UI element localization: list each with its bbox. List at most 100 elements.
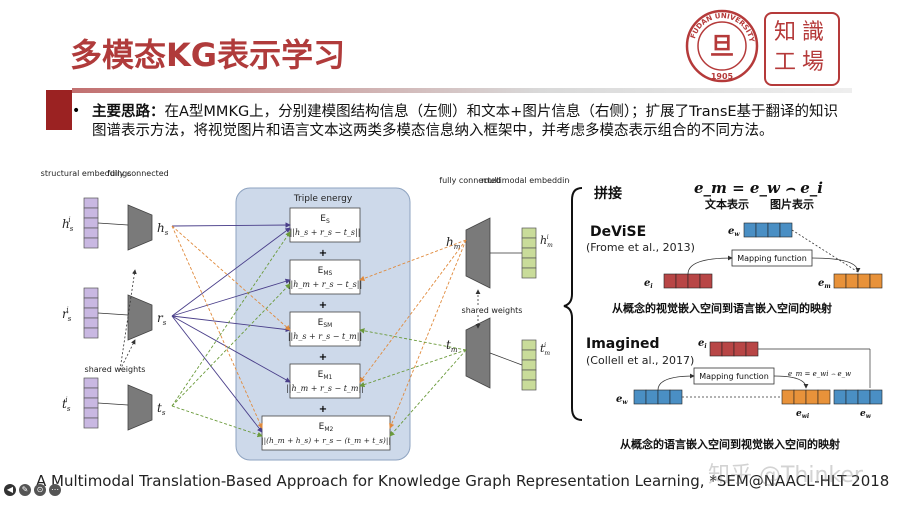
imagined-ew2-vector (833, 389, 883, 405)
brace (563, 187, 583, 421)
fully-connected-label: fully connected (107, 170, 169, 178)
h-m-label: hm (446, 235, 461, 251)
imagined-arrow-in (657, 373, 695, 391)
logo2-line1: 知識 (773, 20, 830, 45)
t-m-input-label: tmi (540, 342, 550, 357)
right-connections (359, 239, 467, 437)
slide-controls: ◀ ✎ ⊙ ⋯ (4, 484, 61, 498)
fc-layer-h (127, 204, 153, 251)
left-connections (171, 222, 291, 438)
r-s-label: rs (157, 311, 167, 327)
imagined-ewi-label: ewi (796, 409, 810, 420)
zoom-icon[interactable]: ⊙ (34, 484, 46, 496)
plus-3: + (319, 352, 327, 363)
energy-formula-m2: ||(h_m + h_s) + r_s − (t_m + t_s)|| (261, 436, 391, 445)
link-r-in (97, 312, 129, 316)
svg-text:EMS: EMS (318, 266, 333, 277)
devise-ew-label: ew (728, 226, 740, 238)
imagined-mapping-label: Mapping function (699, 372, 769, 381)
text-repr-label: 文本表示 (705, 197, 749, 211)
bullet-text: 主要思路：在A型MMKG上，分别建模图结构信息（左侧）和文本+图片信息（右侧）；… (92, 103, 852, 141)
imagined-formula: e_m = e_wi ⌢ e_w (788, 370, 851, 378)
devise-caption: 从概念的视觉嵌入空间到语言嵌入空间的映射 (612, 301, 832, 315)
multimodal-embedding-h (521, 227, 537, 279)
svg-text:EM1: EM1 (318, 370, 333, 381)
shared-weight-arrow-1 (119, 269, 137, 371)
bullet-dot: • (72, 103, 81, 119)
logo2-line2: 工場 (773, 50, 830, 75)
paper-citation-footer: A Multimodal Translation-Based Approach … (36, 472, 890, 490)
t-s-label: ts (157, 401, 166, 417)
page-title: 多模态KG表示学习 (70, 36, 346, 74)
devise-arrow-out (811, 257, 861, 273)
menu-icon[interactable]: ✎ (19, 484, 31, 496)
energy-box-m1: EM1 ||h_m + r_s − t_m|| (286, 363, 364, 399)
plus-4: + (319, 404, 327, 415)
fc-layer-r (127, 294, 153, 341)
shared-weight-arrow-2 (119, 339, 136, 371)
watermark: 知乎 @Thinker (708, 463, 863, 488)
structural-embedding-h (83, 197, 99, 249)
structural-embeddings-label: structural embeddings (41, 170, 132, 178)
bullet-label: 主要思路： (92, 104, 165, 120)
devise-cite: (Frome et al., 2013) (586, 241, 695, 254)
devise-em-vector (833, 273, 883, 289)
right-fully-connected-label: fully connected (439, 176, 501, 185)
h-s-label: hs (157, 221, 169, 237)
energy-formula-sm: ||h_s + r_s − t_m|| (288, 332, 362, 341)
title-underline (72, 88, 852, 93)
structural-embedding-t (83, 377, 99, 429)
imagined-arrow-out (773, 375, 809, 389)
concat-formula: e_m = e_w ⌢ e_i (694, 179, 823, 197)
svg-text:ES: ES (320, 214, 330, 225)
structural-embedding-r (83, 287, 99, 339)
t-input-label: tsi (62, 396, 71, 413)
imagined-ewi-vector (781, 389, 831, 405)
imagined-cite: (Collell et al., 2017) (586, 354, 694, 367)
energy-box-m2: EM2 ||(h_m + h_s) + r_s − (t_m + t_s)|| (261, 415, 391, 451)
more-icon[interactable]: ⋯ (49, 484, 61, 496)
energy-formula-m1: ||h_m + r_s − t_m|| (286, 384, 364, 393)
energy-box-ms: EMS ||h_m + r_s − t_s|| (288, 259, 362, 295)
imagined-ew2-label: ew (860, 409, 872, 420)
devise-ei-vector (663, 273, 713, 289)
energy-box-sm: ESM ||h_s + r_s − t_m|| (288, 311, 362, 347)
devise-ei-label: ei (644, 278, 653, 290)
plus-2: + (319, 300, 327, 311)
energy-formula-ms: ||h_m + r_s − t_s|| (288, 280, 362, 289)
triple-energy-title: Triple energy (293, 194, 353, 204)
right-shared-weights-label: shared weights (462, 306, 523, 315)
devise-mapping-label: Mapping function (737, 254, 807, 263)
devise-em-label: em (818, 278, 831, 290)
energy-formula-s: ||h_s + r_s − t_s|| (290, 228, 361, 237)
imagined-title: Imagined (586, 336, 660, 352)
link-t-in (97, 402, 129, 406)
prev-slide-icon[interactable]: ◀ (4, 484, 16, 496)
plus-1: + (319, 248, 327, 259)
link-tm-in (489, 352, 523, 366)
fc-layer-t (127, 384, 153, 431)
energy-box-s: ES ||h_s + r_s − t_s|| (290, 207, 361, 243)
svg-text:EM2: EM2 (319, 422, 334, 433)
svg-text:ESM: ESM (318, 318, 333, 329)
model-diagram: structural embeddings fully connected hs… (41, 170, 570, 461)
multimodal-embedding-t (521, 339, 537, 391)
bullet-body: 在A型MMKG上，分别建模图结构信息（左侧）和文本+图片信息（右侧）；扩展了Tr… (92, 104, 839, 139)
multimodal-embeddings-label: multimodal embeddings (481, 176, 570, 185)
devise-ew-link (791, 229, 859, 273)
r-input-label: rsi (62, 306, 72, 323)
devise-ew-vector (743, 222, 793, 238)
knowledge-works-logo: 知識 工場 (764, 12, 840, 86)
imagined-ew-label: ew (616, 394, 628, 406)
devise-arrow-in (687, 255, 733, 275)
h-m-input-label: hmi (540, 234, 553, 249)
fudan-logo: FUDAN UNIVERSITY 旦 1905 (685, 9, 759, 83)
logo-char: 旦 (710, 31, 734, 60)
fc-layer-hm (465, 217, 491, 289)
title-accent-bar (46, 90, 72, 130)
devise-title: DeViSE (590, 224, 646, 240)
imagined-ei-label: ei (698, 338, 707, 350)
h-input-label: hsi (62, 216, 74, 233)
imagined-ei-vector (709, 341, 759, 357)
link-h-in (97, 222, 129, 226)
